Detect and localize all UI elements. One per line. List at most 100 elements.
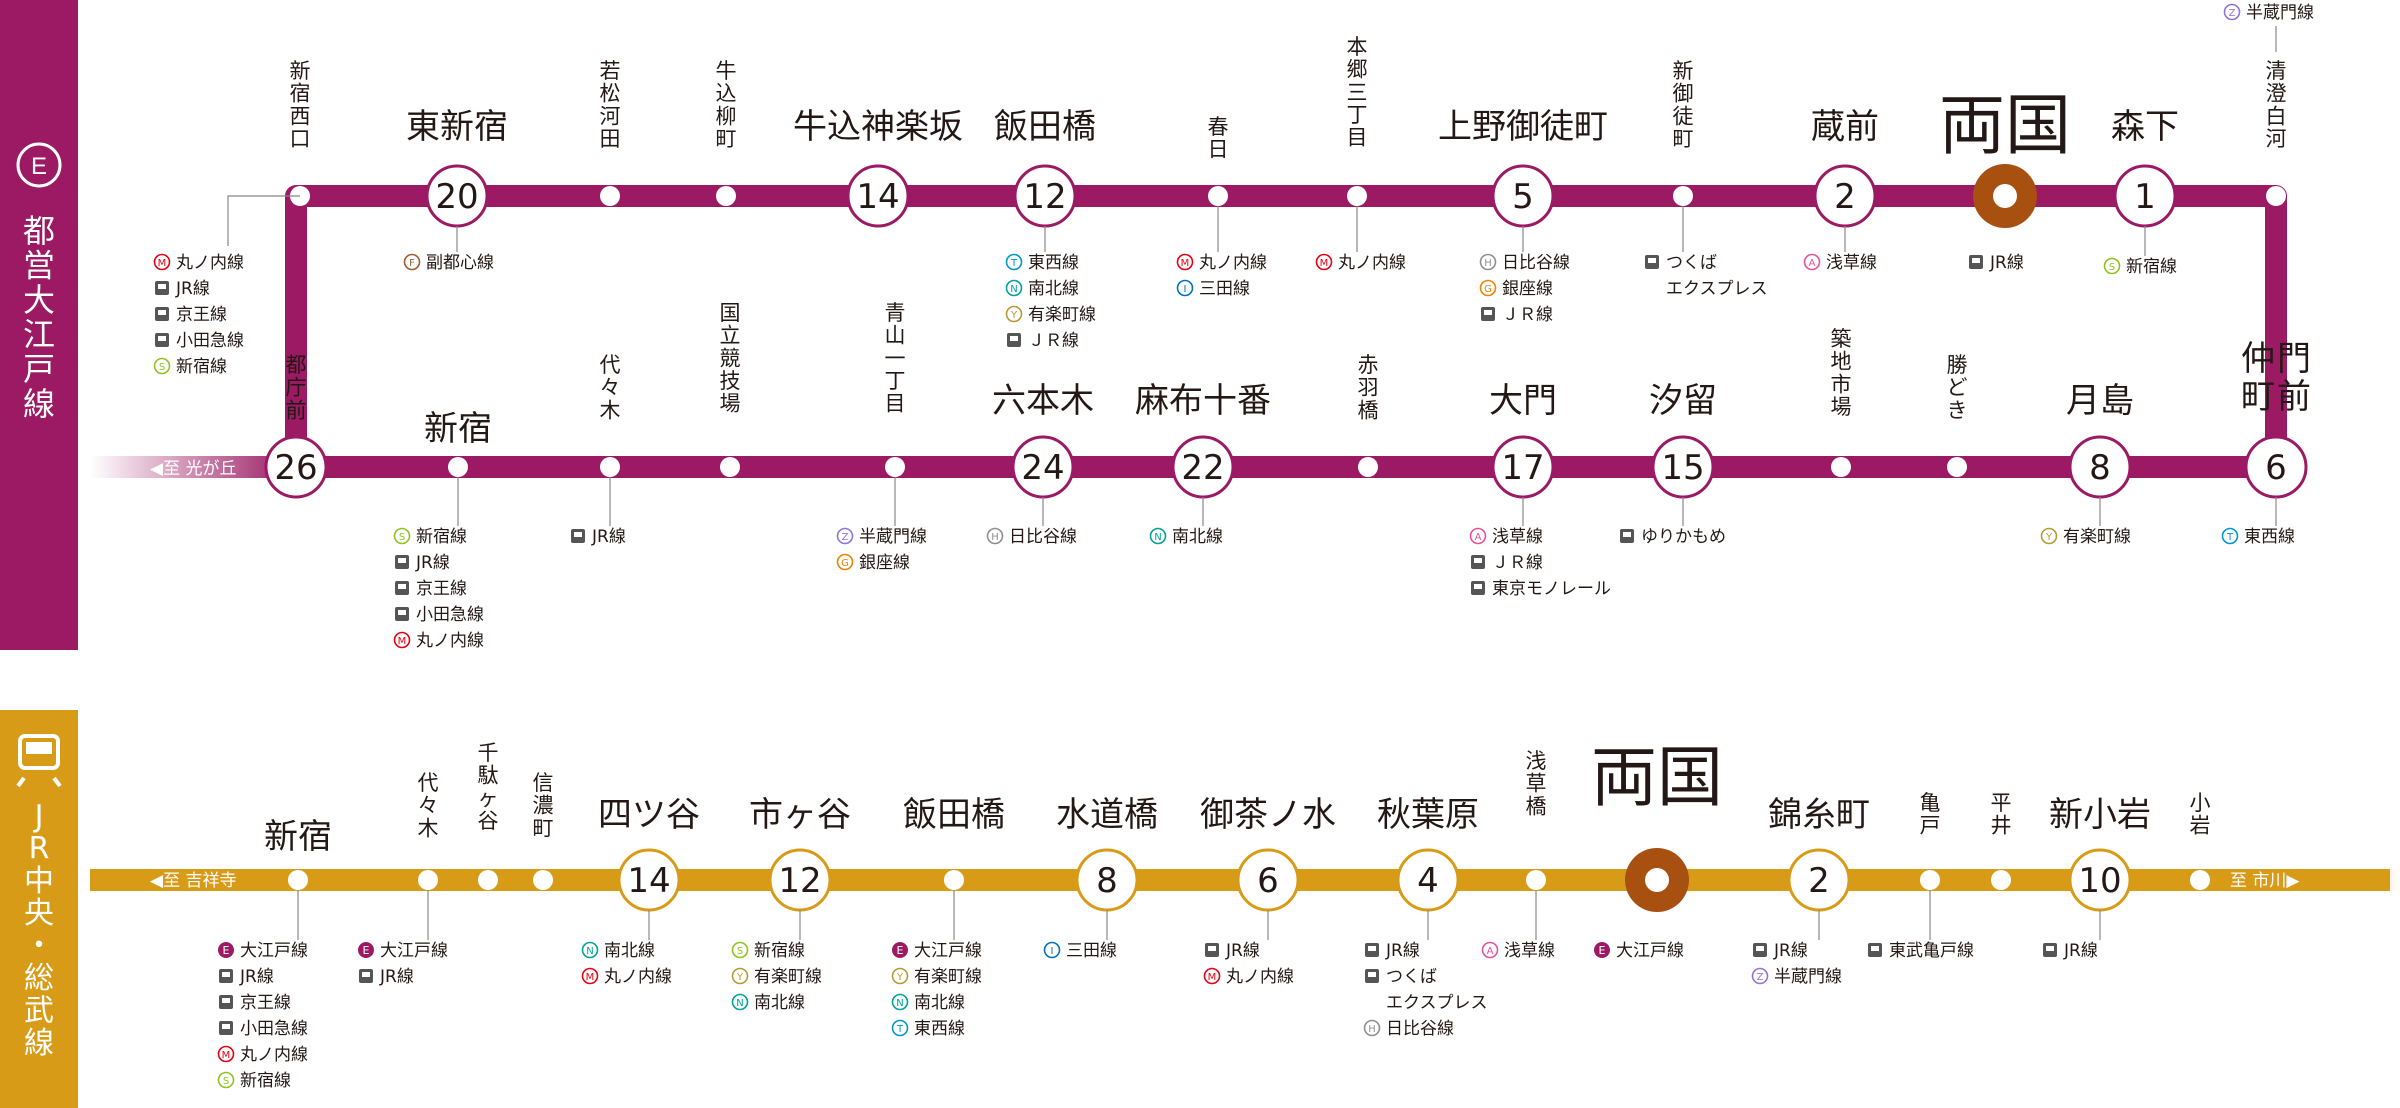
station-oedo-kachidoki[interactable]: 勝どき xyxy=(1947,353,1968,477)
svg-text:Z: Z xyxy=(842,532,849,543)
station-name: 市ヶ谷 xyxy=(749,795,851,835)
station-name: 飯田橋 xyxy=(994,107,1096,147)
connection-label: 南北線 xyxy=(754,993,805,1013)
line-m-icon xyxy=(153,253,171,271)
station-oedo-kokuritsu-kyogijo[interactable]: 国立競技場 xyxy=(720,301,741,477)
station-oedo-shinjuku-nishiguchi[interactable]: 新宿西口 xyxy=(290,59,311,206)
station-name: 春日 xyxy=(1208,115,1229,162)
connection-label: 浅草線 xyxy=(1504,941,1555,961)
line-s-icon xyxy=(153,357,171,375)
svg-text:N: N xyxy=(586,946,593,957)
station-name: 築地市場 xyxy=(1831,327,1852,419)
connection-label: 南北線 xyxy=(1172,527,1223,547)
oedo-line-icon xyxy=(218,942,234,958)
connection-label: 小田急線 xyxy=(240,1019,308,1039)
station-number: 26 xyxy=(274,448,317,488)
station-dot xyxy=(885,457,905,477)
station-oedo-wakamatsu-kawada[interactable]: 若松河田 xyxy=(600,59,621,206)
connection-label: 大江戸線 xyxy=(914,941,982,961)
svg-text:M: M xyxy=(1208,972,1217,983)
station-jr-hirai[interactable]: 平井 xyxy=(1991,791,2012,890)
station-oedo-kiyosumi-shirakawa[interactable]: 清澄白河 xyxy=(2266,59,2287,206)
connection-label: ＪＲ線 xyxy=(1028,331,1079,351)
station-name: 四ツ谷 xyxy=(598,795,700,835)
station-jr-sendagaya[interactable]: 千駄ヶ谷 xyxy=(478,741,499,890)
connection-label: 有楽町線 xyxy=(2063,527,2131,547)
line-h-icon xyxy=(986,527,1004,545)
svg-text:N: N xyxy=(1010,284,1017,295)
station-name: 新宿 xyxy=(424,409,492,449)
svg-text:Z: Z xyxy=(2229,8,2236,19)
station-jr-koiwa[interactable]: 小岩 xyxy=(2190,791,2211,890)
station-oedo-tsukiji-shijo[interactable]: 築地市場 xyxy=(1831,327,1852,477)
line-m-icon xyxy=(581,967,599,985)
station-name: 清澄白河 xyxy=(2266,59,2287,151)
station-name: 錦糸町 xyxy=(1768,795,1870,835)
station-name: 上野御徒町 xyxy=(1438,107,1608,147)
connection-label: 京王線 xyxy=(176,305,227,325)
svg-text:H: H xyxy=(1368,1024,1376,1035)
oedo-track xyxy=(285,185,2287,478)
station-number: 20 xyxy=(435,177,478,217)
svg-text:M: M xyxy=(158,258,167,269)
station-dot xyxy=(2266,186,2286,206)
line-f-icon xyxy=(403,253,421,271)
svg-text:Y: Y xyxy=(896,972,904,983)
station-name: 千駄ヶ谷 xyxy=(478,741,499,833)
station-name: 新御徒町 xyxy=(1673,59,1694,151)
connection-label: 日比谷線 xyxy=(1009,527,1077,547)
line-n-icon xyxy=(581,941,599,959)
svg-text:N: N xyxy=(1154,532,1161,543)
station-name: 若松河田 xyxy=(600,59,621,151)
jr-side-bar xyxy=(0,710,78,1108)
station-name: 両国 xyxy=(1591,739,1723,816)
svg-text:I: I xyxy=(1184,284,1187,295)
oedo-track-to-hikarigaoka xyxy=(90,456,296,478)
connection-label: 大江戸線 xyxy=(380,941,448,961)
station-name: 御茶ノ水 xyxy=(1200,795,1336,835)
connection-label: 東西線 xyxy=(914,1019,965,1039)
station-oedo-akabanebashi[interactable]: 赤羽橋 xyxy=(1358,353,1379,477)
station-name: 浅草橋 xyxy=(1526,749,1547,818)
station-oedo-ushigome-yanagicho[interactable]: 牛込柳町 xyxy=(716,59,737,206)
line-a-icon xyxy=(1469,527,1487,545)
station-jr-shinanomachi[interactable]: 信濃町 xyxy=(533,771,554,890)
station-dot xyxy=(716,186,736,206)
station-name: 新宿西口 xyxy=(290,59,311,151)
station-dot xyxy=(600,457,620,477)
